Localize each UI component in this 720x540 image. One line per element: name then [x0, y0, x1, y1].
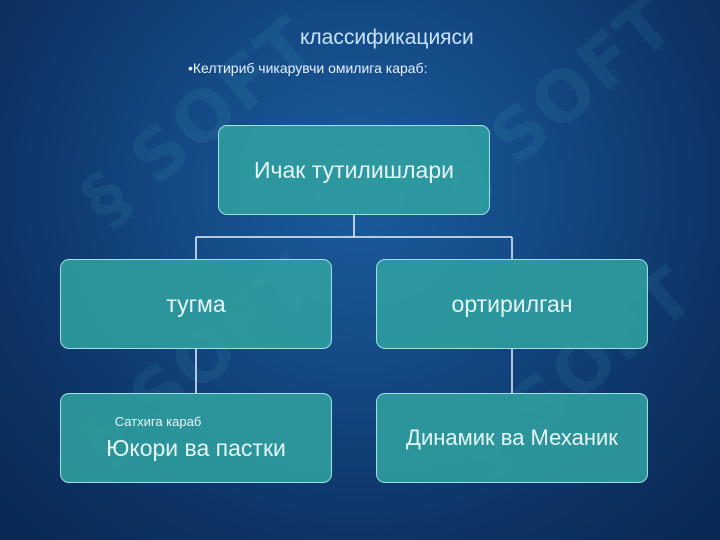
congenital-node: тугма — [60, 259, 332, 349]
level-node-caption: Сатхига караб — [114, 414, 202, 429]
type-node: Динамик ва Механик — [376, 393, 648, 483]
root-node-label: Ичак тутилишлари — [253, 156, 454, 183]
acquired-node: ортирилган — [376, 259, 648, 349]
congenital-node-label: тугма — [166, 290, 226, 317]
level-node: Сатхига караб Юкори ва пастки — [60, 393, 332, 483]
acquired-node-label: ортирилган — [451, 290, 573, 317]
root-node: Ичак тутилишлари — [218, 125, 490, 215]
slide-subtitle: •Келтириб чикарувчи омилига караб: — [188, 60, 428, 76]
type-node-label: Динамик ва Механик — [406, 425, 618, 450]
slide-title: классификацияси — [300, 26, 474, 49]
level-node-label: Юкори ва пастки — [106, 435, 286, 461]
